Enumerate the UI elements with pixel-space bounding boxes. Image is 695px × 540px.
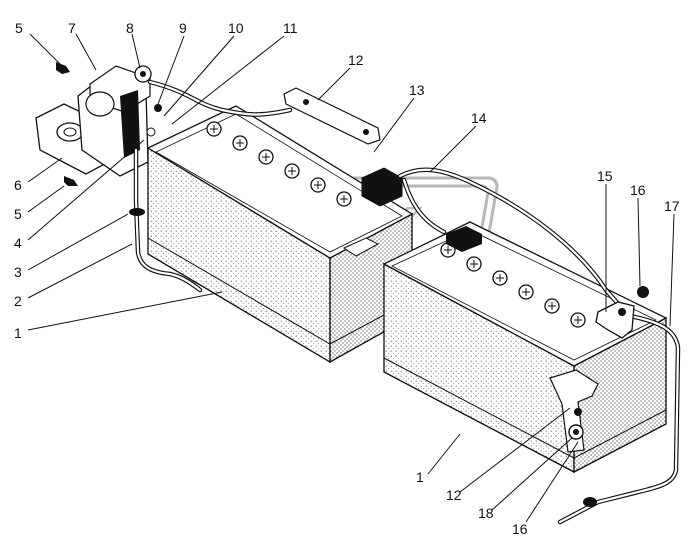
callout-12-top: 12 <box>348 52 364 68</box>
nut-icon <box>637 286 649 298</box>
clamp-bracket-right <box>549 369 599 453</box>
callout-10: 10 <box>228 20 244 36</box>
cell-caps-left <box>206 121 352 207</box>
leader-lines <box>27 33 675 523</box>
callout-4: 4 <box>14 235 22 251</box>
callout-17: 17 <box>664 198 680 214</box>
callout-16-bottom: 16 <box>512 521 528 537</box>
callout-6: 6 <box>14 177 22 193</box>
callout-11: 11 <box>283 20 298 36</box>
callout-9: 9 <box>179 20 187 36</box>
callout-8: 8 <box>126 20 134 36</box>
callout-labels: 5 7 8 9 10 11 12 13 14 15 16 17 6 5 4 3 … <box>14 20 680 537</box>
callout-1-left: 1 <box>14 325 22 341</box>
callout-2: 2 <box>14 293 22 309</box>
callout-5-left: 5 <box>14 206 22 222</box>
callout-7: 7 <box>68 20 76 36</box>
callout-16-top: 16 <box>630 182 646 198</box>
battery-right <box>382 221 668 474</box>
clamp-bar-top <box>283 87 381 145</box>
callout-15: 15 <box>597 168 613 184</box>
battery-left <box>146 105 414 364</box>
callout-3: 3 <box>14 264 22 280</box>
bolt-icon <box>64 176 78 186</box>
cables <box>129 79 681 525</box>
callout-5-top: 5 <box>15 20 23 36</box>
callout-13: 13 <box>409 82 425 98</box>
callout-18: 18 <box>478 505 494 521</box>
bolt-icon <box>56 62 70 74</box>
callout-1-bottom: 1 <box>416 469 424 485</box>
callout-14: 14 <box>471 110 487 126</box>
cell-caps-right <box>440 242 586 328</box>
callout-12-bottom: 12 <box>446 487 462 503</box>
battery-switch-assembly <box>35 62 162 186</box>
